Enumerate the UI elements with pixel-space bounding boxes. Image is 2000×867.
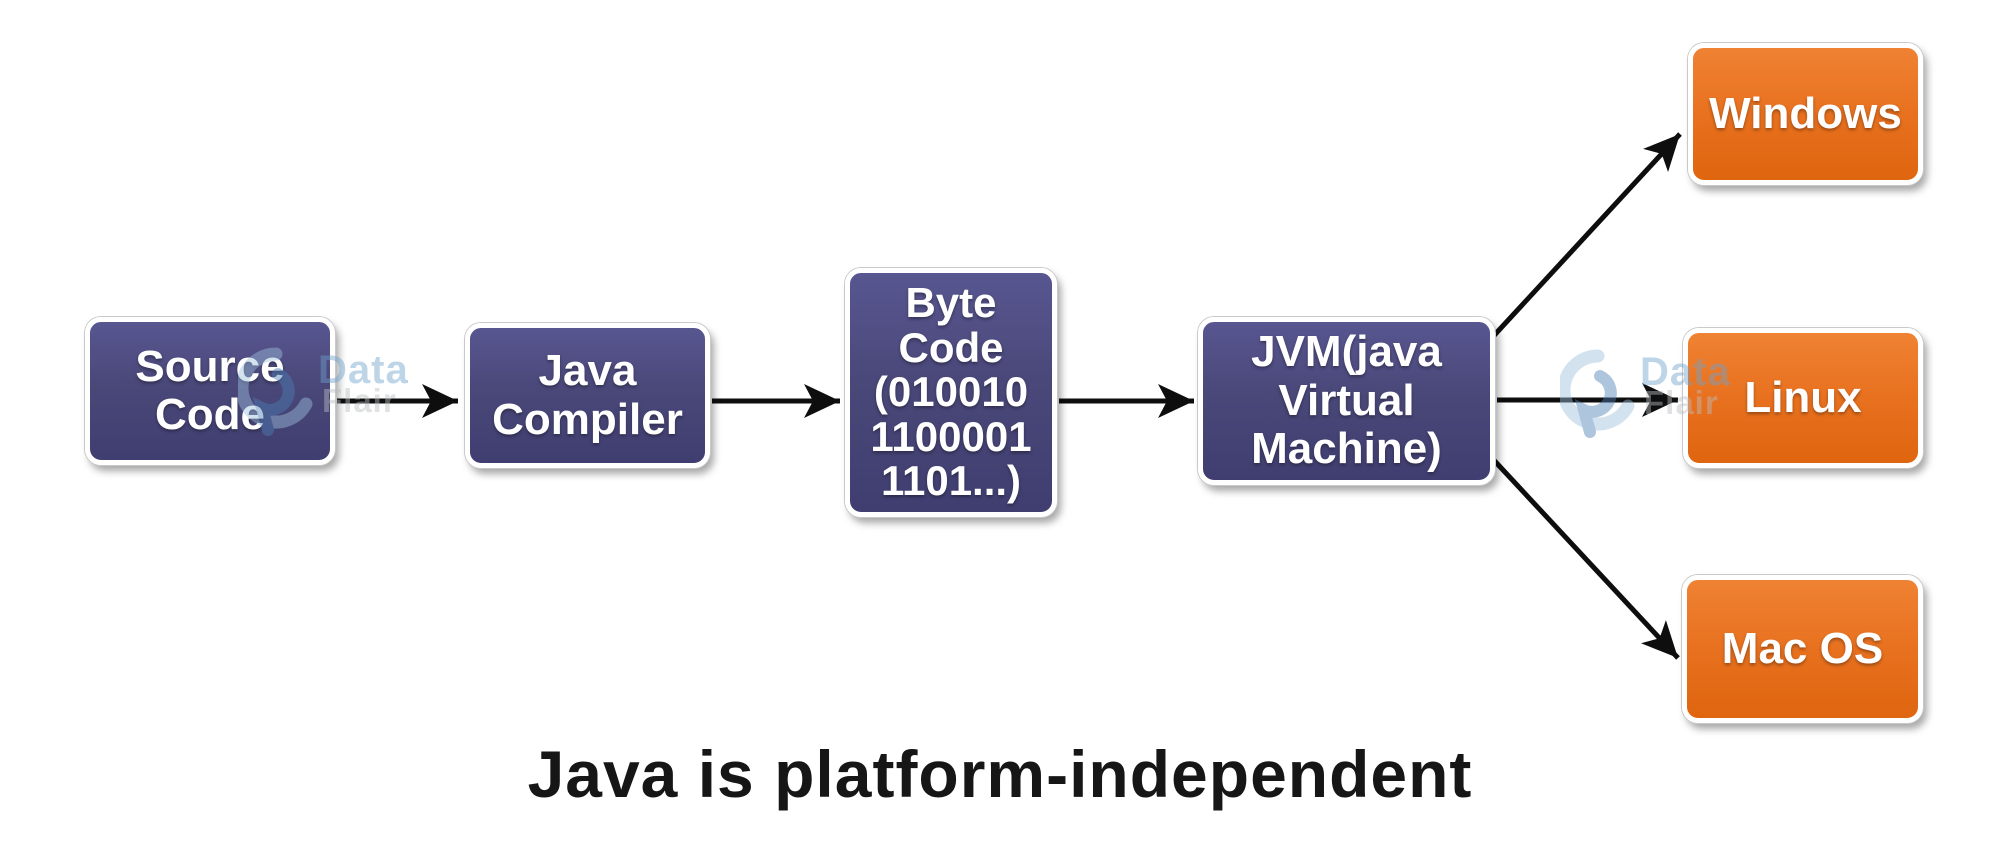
node-byte-code: Byte Code (010010 1100001 1101...) <box>845 268 1057 517</box>
node-jvm: JVM(java Virtual Machine) <box>1198 317 1495 485</box>
node-source-code: Source Code <box>85 317 335 465</box>
dataflair-logo-icon <box>1560 349 1635 438</box>
arrow-jvm-to-windows <box>1486 132 1682 344</box>
node-java-compiler: Java Compiler <box>465 323 710 468</box>
arrow-jvm-to-macos <box>1488 454 1680 660</box>
node-mac-os: Mac OS <box>1682 575 1923 723</box>
node-windows: Windows <box>1688 43 1923 185</box>
watermark-text-flair: Flair <box>322 381 397 419</box>
node-linux: Linux <box>1683 328 1923 468</box>
caption: Java is platform-independent <box>527 737 1473 811</box>
